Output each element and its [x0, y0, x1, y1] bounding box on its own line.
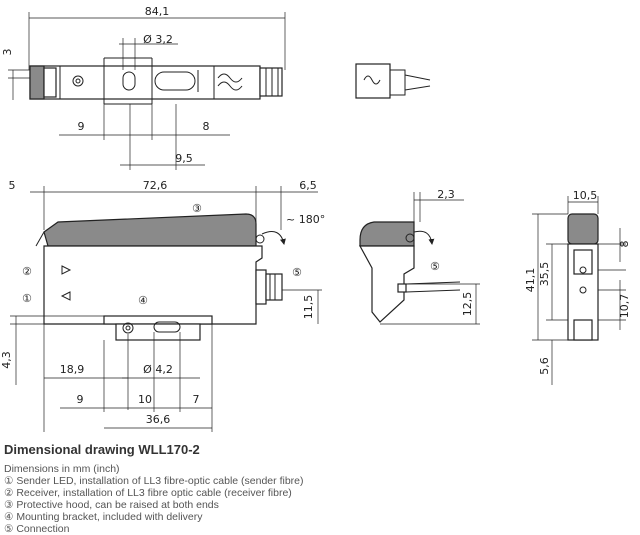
dim-side-9: 9: [77, 393, 84, 406]
dim-hood-2-3: 2,3: [437, 188, 455, 201]
dim-top-9: 9: [78, 120, 85, 133]
dim-end-8: 8: [618, 241, 631, 248]
end-view: 10,5 41,1 35,5 8 10,7 5,6: [524, 189, 631, 385]
dim-side-6-5: 6,5: [299, 179, 317, 192]
top-view: 84,1 3 Ø 3,2 9: [1, 5, 286, 170]
caption-item: ① Sender LED, installation of LL3 fibre-…: [4, 475, 304, 487]
led-hole: [72, 75, 84, 87]
dim-end-35-5: 35,5: [538, 262, 551, 287]
dim-side-4-3: 4,3: [0, 351, 13, 369]
side-view: 5 72,6 6,5 ~ 180° 11,5 4,3: [0, 179, 325, 432]
dim-top-hole: Ø 3,2: [143, 33, 173, 46]
dim-top-9-5: 9,5: [175, 152, 193, 165]
caption-item: ③ Protective hood, can be raised at both…: [4, 499, 219, 511]
dim-top-length: 84,1: [145, 5, 170, 18]
caption: Dimensional drawing WLL170-2 Dimensions …: [4, 442, 634, 535]
callout-5-hood: ⑤: [430, 260, 440, 273]
caption-item: ⑤ Connection: [4, 523, 70, 535]
dim-side-10: 10: [138, 393, 152, 406]
hood-view: 2,3 12,5 ⑤: [358, 188, 480, 325]
top-cable-end-view: [355, 63, 431, 99]
dim-top-8: 8: [203, 120, 210, 133]
callout-5: ⑤: [292, 266, 302, 279]
dim-side-18-9: 18,9: [60, 363, 85, 376]
callout-2: ②: [22, 265, 32, 278]
caption-units: Dimensions in mm (inch): [4, 463, 120, 475]
dim-side-5: 5: [9, 179, 16, 192]
dim-side-180: ~ 180°: [286, 213, 325, 226]
dim-hood-12-5: 12,5: [461, 292, 474, 317]
dim-end-10-7: 10,7: [618, 294, 631, 319]
protective-hood: [43, 213, 257, 247]
dim-side-7: 7: [193, 393, 200, 406]
dim-end-5-6: 5,6: [538, 357, 551, 375]
dim-top-height: 3: [1, 49, 14, 56]
caption-item: ② Receiver, installation of LL3 fibre op…: [4, 487, 292, 499]
dim-end-41-1: 41,1: [524, 268, 537, 293]
dim-side-hole: Ø 4,2: [143, 363, 173, 376]
dim-side-11-5: 11,5: [302, 295, 315, 320]
dimensional-drawing: 84,1 3 Ø 3,2 9: [0, 5, 631, 432]
caption-item: ④ Mounting bracket, included with delive…: [4, 511, 203, 523]
callout-1: ①: [22, 292, 32, 305]
callout-4: ④: [138, 294, 148, 307]
caption-title: Dimensional drawing WLL170-2: [4, 442, 200, 457]
callout-3: ③: [192, 202, 202, 215]
dim-side-36-6: 36,6: [146, 413, 171, 426]
dim-side-length: 72,6: [143, 179, 168, 192]
side-view-body: [43, 245, 263, 325]
dim-end-10-5: 10,5: [573, 189, 598, 202]
